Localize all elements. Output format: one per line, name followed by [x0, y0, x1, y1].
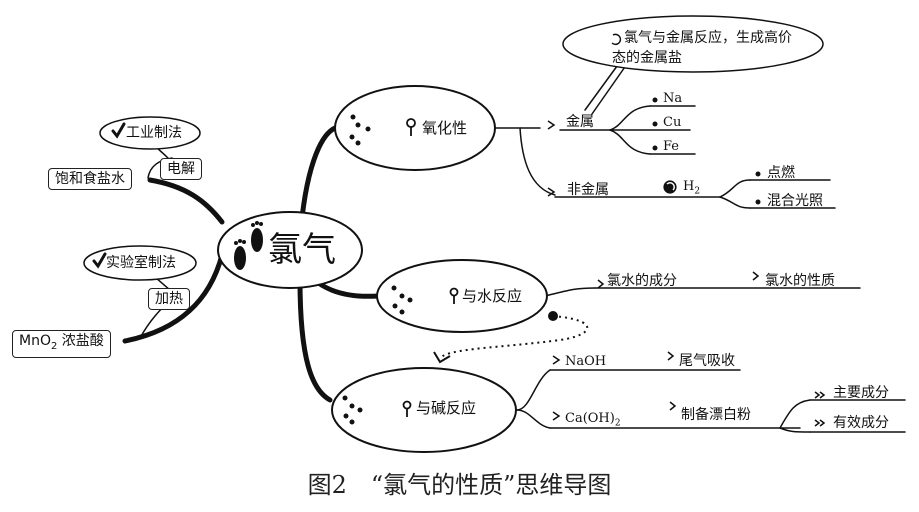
chlorine-water-components: 氯水的成分	[607, 273, 677, 289]
hydrogen-symbol: H	[683, 179, 695, 194]
mno2-subscript: 2	[50, 340, 58, 352]
industrial-method-label: 工业制法	[126, 125, 182, 141]
heating-box: 加热	[148, 288, 190, 310]
tail-gas-label: 尾气吸收	[679, 353, 735, 369]
light-mix-label: 混合光照	[767, 193, 823, 209]
lab-method-label: 实验室制法	[106, 255, 176, 271]
nonmetal-label: 非金属	[567, 182, 609, 198]
metal-fe: Fe	[663, 139, 680, 154]
water-node: 与水反应	[462, 287, 523, 305]
ignition-label: 点燃	[767, 165, 795, 181]
conc-hcl: 浓盐酸	[57, 333, 104, 349]
brine-box: 饱和食盐水	[48, 168, 132, 190]
hydrogen-subscript: 2	[694, 186, 701, 197]
caoh2-formula: Ca(OH)	[565, 411, 615, 426]
electrolysis-box: 电解	[160, 158, 202, 180]
mno2-formula: MnO	[19, 333, 51, 349]
lab-reagent-box: MnO2 浓盐酸	[12, 330, 111, 358]
metal-label: 金属	[566, 114, 594, 130]
bleach-label: 制备漂白粉	[681, 407, 751, 423]
center-topic: 氯气	[268, 230, 336, 270]
active-component-label: 有效成分	[833, 415, 889, 431]
figure-caption: 图2 “氯气的性质”思维导图	[307, 471, 612, 499]
naoh-label: NaOH	[565, 354, 607, 369]
hydrogen-label: H2	[683, 178, 700, 201]
chlorine-water-properties: 氯水的性质	[765, 273, 835, 289]
base-node: 与碱反应	[416, 399, 477, 417]
oxidation-node: 氧化性	[422, 119, 468, 137]
main-component-label: 主要成分	[833, 385, 889, 401]
caoh2-label: Ca(OH)2	[565, 410, 621, 433]
metal-callout-line2: 态的金属盐	[612, 50, 682, 66]
footprint-icon	[234, 221, 263, 270]
metal-cu: Cu	[663, 115, 682, 130]
metal-callout-line1: 氯气与金属反应，生成高价	[624, 30, 792, 46]
caoh2-subscript: 2	[614, 418, 621, 429]
metal-na: Na	[663, 91, 683, 106]
